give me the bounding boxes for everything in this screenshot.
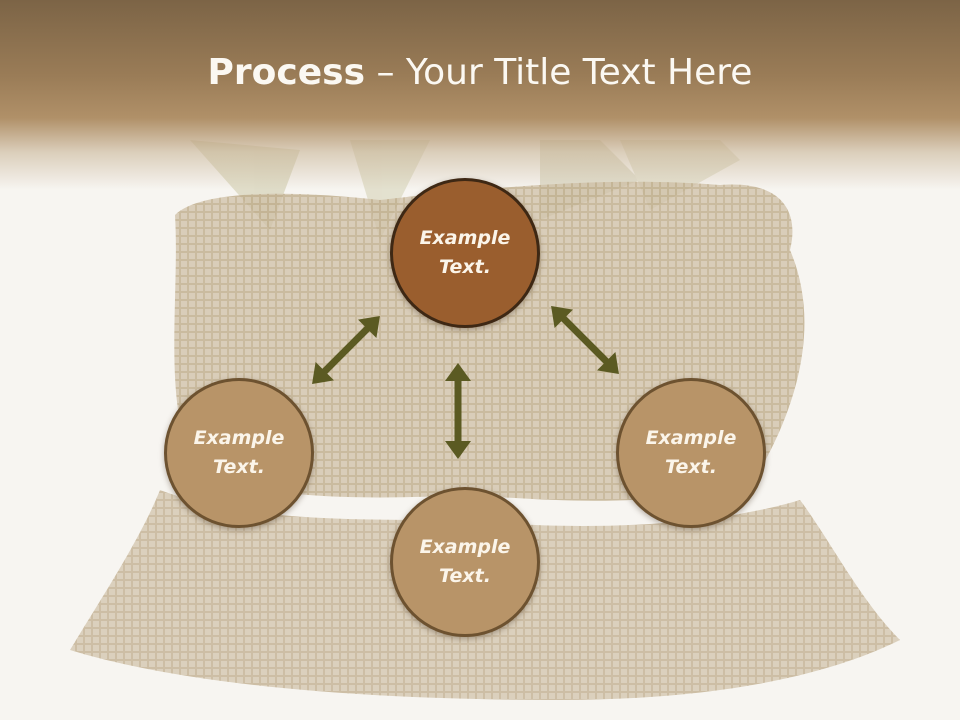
node-bottom-line2: Text. — [439, 565, 491, 587]
title-bar — [0, 0, 960, 190]
process-node-right[interactable]: Example Text. — [616, 378, 766, 528]
double-arrow-right-icon — [551, 306, 619, 374]
process-node-top[interactable]: Example Text. — [390, 178, 540, 328]
process-node-left[interactable]: Example Text. — [164, 378, 314, 528]
node-top-line1: Example — [419, 227, 511, 249]
double-arrow-vertical-icon — [445, 363, 471, 459]
node-left-line2: Text. — [213, 456, 265, 478]
title-rest: – Your Title Text Here — [365, 52, 753, 93]
node-top-line2: Text. — [439, 256, 491, 278]
double-arrow-left-icon — [312, 316, 380, 384]
node-bottom-line1: Example — [419, 536, 511, 558]
node-right-line2: Text. — [665, 456, 717, 478]
node-right-line1: Example — [645, 427, 737, 449]
slide-title: Process – Your Title Text Here — [0, 52, 960, 93]
title-bold: Process — [207, 52, 366, 93]
process-node-bottom[interactable]: Example Text. — [390, 487, 540, 637]
node-left-line1: Example — [193, 427, 285, 449]
